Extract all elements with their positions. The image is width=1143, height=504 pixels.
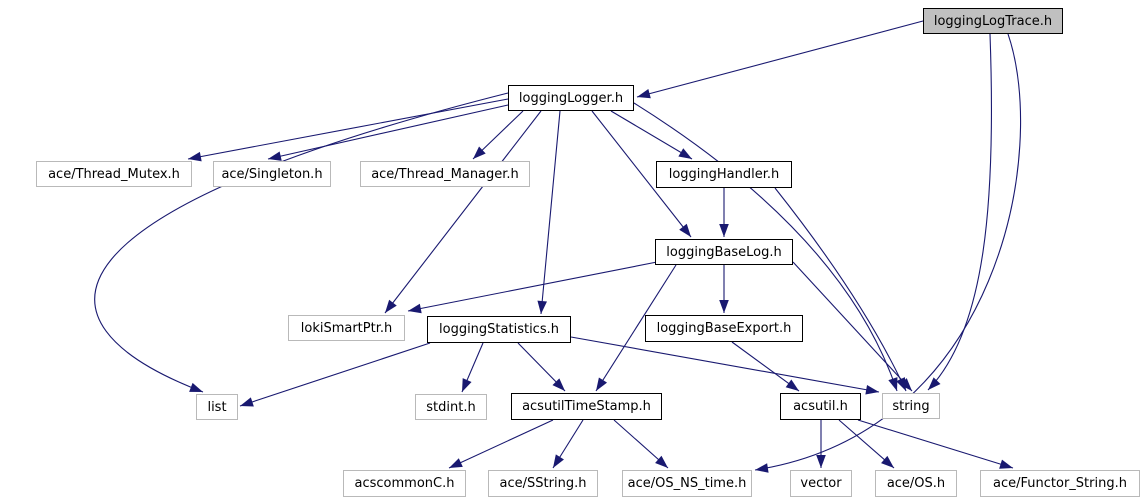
arrowhead-acsutilTimeStamp-to-aceSString <box>553 454 564 468</box>
graph-node-aceSingleton[interactable]: ace/Singleton.h <box>213 161 331 187</box>
arrowhead-acsutil-to-aceOS <box>881 455 894 468</box>
arrowhead-loggingLogTrace-to-aceOSNSTime <box>755 463 769 473</box>
graph-node-label: loggingHandler.h <box>668 167 780 182</box>
edge-loggingBaseLog-to-acsutilTimeStamp <box>595 264 677 392</box>
graph-node-stdint[interactable]: stdint.h <box>415 394 487 420</box>
graph-node-label: ace/OS_NS_time.h <box>627 476 747 491</box>
arrowhead-loggingBaseExport-to-acsutil <box>785 379 799 391</box>
graph-node-aceSString[interactable]: ace/SString.h <box>488 470 598 497</box>
graph-node-vector[interactable]: vector <box>790 470 852 497</box>
graph-node-label: acsutilTimeStamp.h <box>522 399 651 414</box>
edge-loggingLogger-to-aceSingleton <box>267 104 509 160</box>
graph-node-label: ace/Thread_Manager.h <box>371 166 519 182</box>
arrowhead-loggingBaseLog-to-loggingBaseExport <box>719 300 729 313</box>
edge-acsutil-to-aceFunctorString <box>857 419 1014 469</box>
graph-node-label: loggingBaseExport.h <box>656 321 792 336</box>
graph-node-aceThreadMutex[interactable]: ace/Thread_Mutex.h <box>36 161 192 187</box>
arrowhead-loggingLogTrace-to-string <box>928 377 941 390</box>
edge-loggingLogger-to-lokiSmartPtr <box>384 110 542 314</box>
graph-node-label: acsutil.h <box>793 399 848 414</box>
arrowhead-acsutil-to-vector <box>816 455 826 468</box>
graph-node-label: vector <box>800 476 842 491</box>
arrowhead-loggingLogger-to-loggingStatistics <box>537 300 547 314</box>
graph-node-label: ace/Thread_Mutex.h <box>48 166 180 182</box>
graph-node-loggingBaseLog[interactable]: loggingBaseLog.h <box>655 239 793 265</box>
graph-node-label: acscommonC.h <box>354 476 455 491</box>
arrowhead-loggingBaseLog-to-acsutilTimeStamp <box>596 377 608 391</box>
graph-node-label: ace/OS.h <box>886 476 946 491</box>
edge-loggingLogger-to-loggingBaseLog <box>591 110 692 238</box>
graph-node-label: loggingLogTrace.h <box>933 13 1053 29</box>
graph-node-label: loggingStatistics.h <box>439 322 559 337</box>
arrowhead-loggingLogger-to-aceSingleton <box>268 151 282 161</box>
arrowhead-loggingLogger-to-aceThreadManager <box>473 146 486 159</box>
graph-node-label: ace/Functor_String.h <box>993 476 1127 491</box>
arrowhead-loggingLogger-to-aceThreadMutex <box>188 151 202 162</box>
graph-node-loggingLogger[interactable]: loggingLogger.h <box>508 85 634 111</box>
arrowhead-loggingLogger-to-loggingHandler <box>678 148 692 159</box>
graph-node-label: loggingBaseLog.h <box>666 244 782 260</box>
arrowhead-loggingLogTrace-to-loggingLogger <box>637 89 651 99</box>
edge-loggingLogTrace-to-aceOSNSTime <box>754 33 1022 471</box>
graph-node-aceFunctorString[interactable]: ace/Functor_String.h <box>980 470 1140 497</box>
graph-node-label: stdint.h <box>426 399 476 415</box>
arrowhead-loggingLogger-to-list <box>189 382 203 392</box>
edge-loggingBaseExport-to-acsutil <box>731 341 800 392</box>
edge-loggingLogger-to-loggingStatistics <box>540 110 561 315</box>
arrowhead-loggingStatistics-to-list <box>240 397 254 407</box>
graph-node-label: lokiSmartPtr.h <box>300 320 393 336</box>
graph-node-acsutil[interactable]: acsutil.h <box>780 393 861 420</box>
arrowhead-loggingStatistics-to-string <box>865 384 879 395</box>
edge-loggingBaseLog-to-lokiSmartPtr <box>407 261 658 312</box>
graph-node-string[interactable]: string <box>882 393 940 419</box>
edge-loggingStatistics-to-string <box>570 336 880 393</box>
graph-node-aceOS[interactable]: ace/OS.h <box>875 470 957 497</box>
graph-node-label: list <box>207 399 227 415</box>
arrowhead-loggingStatistics-to-acsutilTimeStamp <box>552 378 565 391</box>
graph-node-label: ace/Singleton.h <box>221 166 323 182</box>
graph-node-label: string <box>892 398 930 414</box>
arrowhead-acsutilTimeStamp-to-aceOSNSTime <box>655 455 668 468</box>
graph-node-aceThreadManager[interactable]: ace/Thread_Manager.h <box>360 161 530 187</box>
graph-node-label: loggingLogger.h <box>518 90 624 106</box>
graph-node-acsutilTimeStamp[interactable]: acsutilTimeStamp.h <box>511 393 662 420</box>
graph-node-loggingLogTrace: loggingLogTrace.h <box>923 8 1063 34</box>
graph-node-loggingStatistics[interactable]: loggingStatistics.h <box>427 316 571 343</box>
arrowhead-loggingHandler-to-loggingBaseLog <box>719 224 729 237</box>
edge-acsutilTimeStamp-to-acscommonC <box>448 419 554 469</box>
edge-loggingBaseLog-to-string <box>792 261 913 392</box>
edge-loggingLogTrace-to-string <box>927 33 993 391</box>
graph-node-list[interactable]: list <box>196 394 238 420</box>
graph-node-lokiSmartPtr[interactable]: lokiSmartPtr.h <box>288 315 405 341</box>
edge-loggingLogger-to-aceThreadMutex <box>187 98 509 160</box>
edge-loggingLogger-to-list <box>94 92 509 393</box>
edge-loggingLogger-to-string <box>633 102 898 392</box>
arrowhead-loggingBaseLog-to-string <box>899 378 912 391</box>
arrowhead-acsutil-to-aceFunctorString <box>999 459 1013 469</box>
arrowhead-loggingBaseLog-to-lokiSmartPtr <box>408 303 422 314</box>
graph-node-label: ace/SString.h <box>499 476 587 491</box>
graph-node-loggingBaseExport[interactable]: loggingBaseExport.h <box>645 315 803 342</box>
graph-node-aceOSNSTime[interactable]: ace/OS_NS_time.h <box>622 470 752 497</box>
arrowhead-loggingLogger-to-loggingBaseLog <box>679 223 691 237</box>
graph-node-loggingHandler[interactable]: loggingHandler.h <box>656 161 792 188</box>
arrowhead-acsutilTimeStamp-to-acscommonC <box>449 458 463 468</box>
arrowhead-loggingLogger-to-lokiSmartPtr <box>385 299 397 313</box>
edge-loggingLogger-to-loggingHandler <box>610 110 693 160</box>
graph-node-acscommonC[interactable]: acscommonC.h <box>343 470 466 497</box>
edge-loggingLogTrace-to-loggingLogger <box>636 20 924 98</box>
edge-loggingStatistics-to-list <box>239 342 431 407</box>
arrowhead-loggingLogger-to-string <box>888 377 898 391</box>
edge-loggingHandler-to-string <box>774 187 907 392</box>
arrowhead-loggingStatistics-to-stdint <box>462 378 472 392</box>
